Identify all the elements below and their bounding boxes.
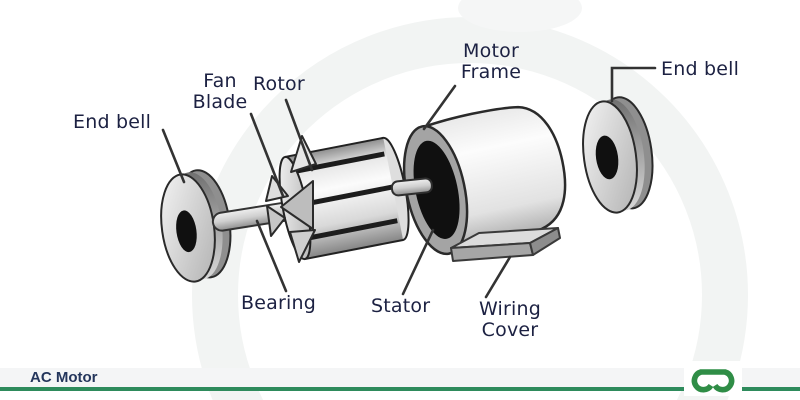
label-wiring-cover-line1: Wiring	[478, 298, 542, 320]
wiring-cover-part	[450, 227, 561, 262]
leader-lines	[161, 66, 657, 299]
label-bearing: Bearing	[241, 292, 316, 314]
geeksforgeeks-logo-glyph	[691, 368, 735, 392]
leader-end-bell-right	[610, 66, 657, 103]
label-motor-frame-line1: Motor	[463, 40, 519, 62]
label-end-bell-left: End bell	[73, 111, 152, 133]
leader-end-bell-left	[161, 128, 186, 184]
leader-stator	[401, 228, 435, 296]
label-stator: Stator	[371, 295, 431, 317]
label-wiring-cover-line2: Cover	[481, 319, 539, 341]
label-fan-blade-line1: Fan	[203, 70, 237, 92]
leader-motor-frame	[422, 84, 457, 131]
label-motor-frame: Motor Frame	[457, 41, 525, 83]
leader-fan-blade	[249, 112, 285, 198]
leader-rotor	[284, 98, 314, 172]
motor-frame-part	[402, 105, 567, 256]
shaft-stub-part	[390, 177, 433, 197]
background-watermark	[192, 0, 748, 400]
leader-bearing	[255, 219, 288, 293]
label-end-bell-right: End bell	[661, 58, 740, 80]
label-fan-blade-line2: Blade	[192, 91, 248, 113]
label-wiring-cover: Wiring Cover	[476, 299, 544, 341]
end-bell-left-part	[160, 169, 232, 283]
label-fan-blade: Fan Blade	[189, 71, 251, 113]
leader-wiring-cover	[484, 255, 512, 299]
label-motor-frame-line2: Frame	[460, 61, 522, 83]
footer-bar	[0, 368, 800, 387]
label-rotor: Rotor	[253, 73, 305, 95]
footer-accent-line	[0, 387, 800, 391]
end-bell-right-part	[582, 96, 654, 214]
footer-caption: AC Motor	[30, 369, 98, 386]
geeksforgeeks-logo-icon	[684, 361, 742, 396]
